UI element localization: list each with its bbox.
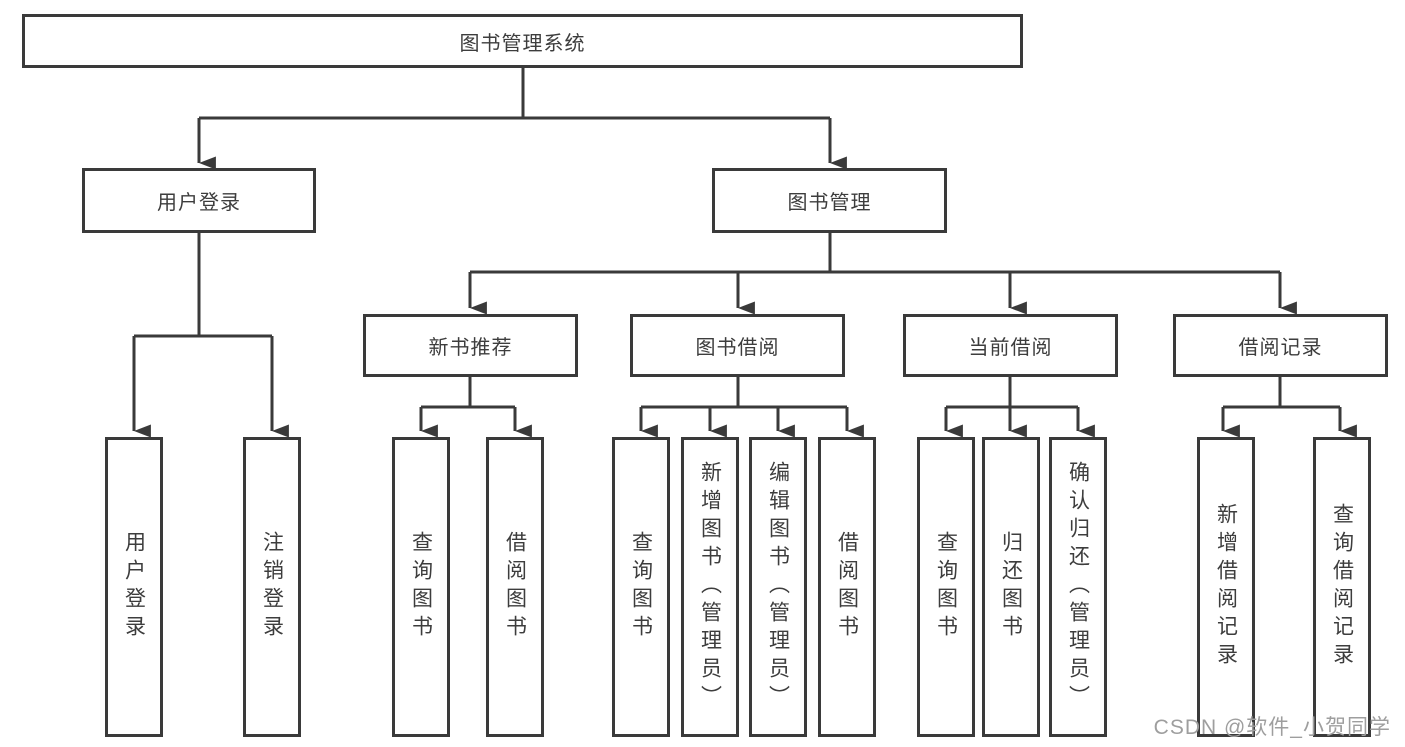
leaf-logout-label: 注销登录	[260, 531, 284, 643]
leaf-return-books: 归还图书	[982, 437, 1040, 737]
leaf-add-borrow-record: 新增借阅记录	[1197, 437, 1255, 737]
node-book-borrow: 图书借阅	[630, 314, 845, 377]
leaf-borrow-books-recommend-label: 借阅图书	[503, 531, 527, 643]
leaf-return-books-label: 归还图书	[999, 531, 1023, 643]
leaf-query-books-current-label: 查询图书	[934, 531, 958, 643]
leaf-query-books-current: 查询图书	[917, 437, 975, 737]
leaf-user-login: 用户登录	[105, 437, 163, 737]
node-new-book-recommend: 新书推荐	[363, 314, 578, 377]
node-current-borrow: 当前借阅	[903, 314, 1118, 377]
leaf-borrow-books-recommend: 借阅图书	[486, 437, 544, 737]
leaf-query-books-borrow: 查询图书	[612, 437, 670, 737]
node-borrow-records: 借阅记录	[1173, 314, 1388, 377]
leaf-edit-books-admin-label: 编辑图书（管理员）	[766, 461, 790, 713]
leaf-edit-books-admin: 编辑图书（管理员）	[749, 437, 807, 737]
node-book-borrow-label: 图书借阅	[695, 337, 780, 359]
leaf-query-borrow-record: 查询借阅记录	[1313, 437, 1371, 737]
leaf-add-borrow-record-label: 新增借阅记录	[1214, 503, 1238, 671]
node-new-book-recommend-label: 新书推荐	[428, 337, 513, 359]
leaf-query-borrow-record-label: 查询借阅记录	[1330, 503, 1354, 671]
leaf-query-books-borrow-label: 查询图书	[629, 531, 653, 643]
node-library-system: 图书管理系统	[22, 14, 1023, 68]
leaf-borrow-books-label: 借阅图书	[835, 531, 859, 643]
leaf-confirm-return-admin-label: 确认归还（管理员）	[1066, 461, 1090, 713]
leaf-borrow-books: 借阅图书	[818, 437, 876, 737]
node-user-login-label: 用户登录	[157, 192, 241, 214]
node-borrow-records-label: 借阅记录	[1238, 337, 1323, 359]
node-current-borrow-label: 当前借阅	[968, 337, 1053, 359]
node-library-system-label: 图书管理系统	[459, 32, 586, 55]
node-book-management-label: 图书管理	[787, 192, 872, 214]
leaf-logout: 注销登录	[243, 437, 301, 737]
leaf-add-books-admin-label: 新增图书（管理员）	[698, 461, 722, 713]
leaf-confirm-return-admin: 确认归还（管理员）	[1049, 437, 1107, 737]
node-book-management: 图书管理	[712, 168, 947, 233]
leaf-query-books-recommend: 查询图书	[392, 437, 450, 737]
leaf-query-books-recommend-label: 查询图书	[409, 531, 433, 643]
node-user-login: 用户登录	[82, 168, 316, 233]
leaf-add-books-admin: 新增图书（管理员）	[681, 437, 739, 737]
leaf-user-login-label: 用户登录	[122, 531, 146, 643]
